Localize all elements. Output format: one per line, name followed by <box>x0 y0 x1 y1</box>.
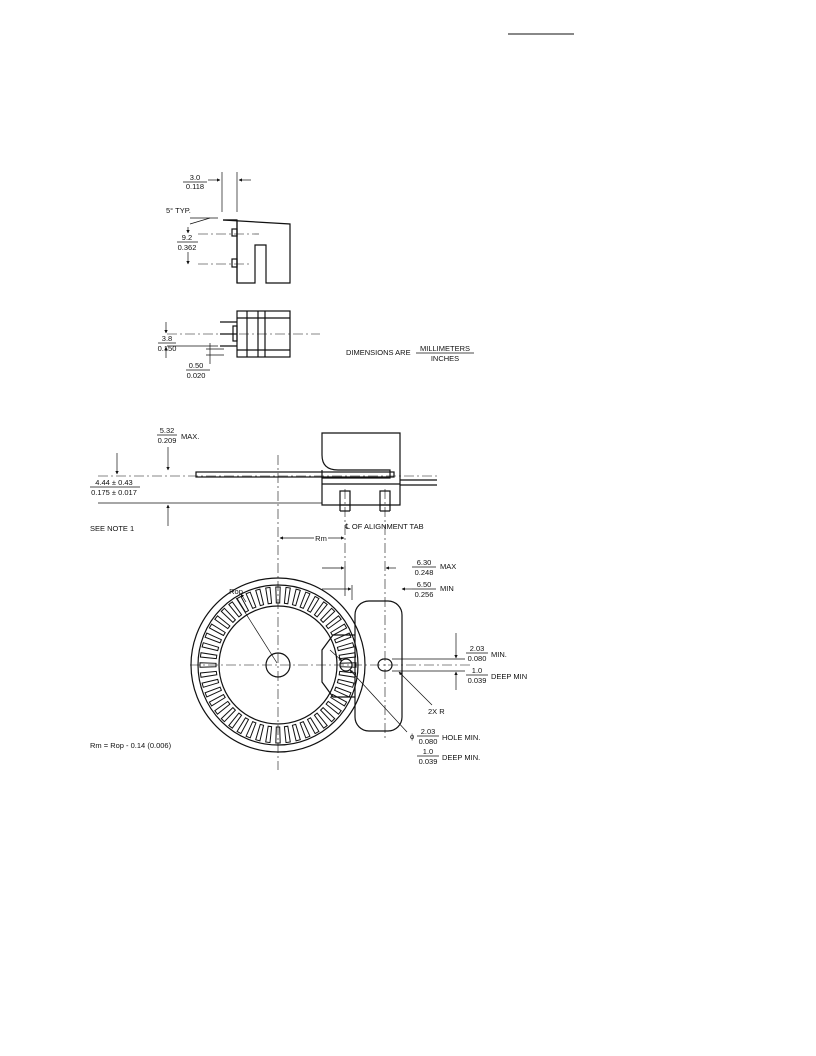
codewheel-slot <box>313 601 328 618</box>
codewheel-slot <box>208 693 226 707</box>
encoder-body-outline <box>354 600 403 732</box>
codewheel-slot <box>299 720 311 739</box>
codewheel-slot <box>330 623 348 637</box>
codewheel-slot <box>330 693 348 707</box>
codewheel-slot <box>265 725 273 744</box>
mount-max-suffix: MAX. <box>181 432 199 441</box>
codewheel-slot <box>208 623 226 637</box>
codewheel-slot <box>299 591 311 610</box>
codewheel-slot <box>201 642 220 652</box>
top-width-mm: 3.0 <box>190 173 200 182</box>
hole-prefix: ϕ <box>410 732 414 741</box>
hole-deep-in: 0.039 <box>419 757 438 766</box>
mount-view: 5.32 0.209 MAX. 4.44 ± 0.43 0.175 ± 0.01… <box>90 426 440 740</box>
codewheel-slot <box>228 712 243 729</box>
rm-formula: Rm = Rop - 0.14 (0.006) <box>90 741 172 750</box>
codewheel-slot <box>214 615 231 630</box>
hole-deep-mm: 1.0 <box>423 747 433 756</box>
codewheel-slot <box>275 726 281 744</box>
codewheel-slot <box>336 678 355 688</box>
wheel-min-suffix: MIN <box>440 584 454 593</box>
tab-deep-in: 0.039 <box>468 676 487 685</box>
codewheel-slot <box>245 720 257 739</box>
radius-label: 2X R <box>428 707 445 716</box>
codewheel-view: Rm Rop 6.30 0.248 MAX 6.50 0.256 MIN 2.0… <box>90 455 527 770</box>
hole-deep-suffix: DEEP MIN. <box>442 753 480 762</box>
side-view: 3.8 0.150 0.50 0.020 <box>158 310 320 380</box>
codewheel-slot <box>204 686 223 698</box>
units-bottom: INCHES <box>431 354 459 363</box>
top-width-in: 0.118 <box>186 182 204 191</box>
codewheel-slot <box>220 607 237 624</box>
codewheel-slot <box>255 723 265 742</box>
codewheel-slot <box>283 725 291 744</box>
codewheel-slot <box>199 662 217 668</box>
tab-min-suffix: MIN. <box>491 650 507 659</box>
codewheel-slot <box>306 717 320 735</box>
units-prefix: DIMENSIONS ARE <box>346 348 411 357</box>
codewheel-slot <box>291 723 301 742</box>
side-pitch-in: 0.150 <box>158 344 177 353</box>
wheel-min-in: 0.256 <box>415 590 434 599</box>
codewheel-slot <box>245 591 257 610</box>
codewheel-slot <box>338 652 357 660</box>
codewheel-slot <box>220 706 237 723</box>
mount-gap-in: 0.175 ± 0.017 <box>91 488 137 497</box>
mount-gap-mm: 4.44 ± 0.43 <box>95 478 132 487</box>
codewheel-slot <box>306 595 320 613</box>
top-height-mm: 9.2 <box>182 233 192 242</box>
top-view: 3.0 0.118 5° TYP. 9.2 0.362 <box>166 172 291 284</box>
wheel-max-mm: 6.30 <box>417 558 432 567</box>
top-height-in: 0.362 <box>178 243 197 252</box>
codewheel-slot <box>236 595 250 613</box>
codewheel-slot <box>291 588 301 607</box>
codewheel-slot <box>199 670 218 678</box>
side-pin-in: 0.020 <box>187 371 206 380</box>
codewheel-slot <box>338 670 357 678</box>
codewheel-slot <box>283 586 291 605</box>
hole-in: 0.080 <box>419 737 438 746</box>
hole-mm: 2.03 <box>421 727 436 736</box>
codewheel-slot <box>325 615 342 630</box>
alignment-hole <box>339 658 353 672</box>
codewheel-slot <box>228 601 243 618</box>
codewheel-slot <box>313 712 328 729</box>
tab-deep-suffix: DEEP MIN <box>491 672 527 681</box>
wheel-min-mm: 6.50 <box>417 580 432 589</box>
codewheel-slot <box>236 717 250 735</box>
alignment-label: ℄ OF ALIGNMENT TAB <box>344 522 424 531</box>
codewheel-slots <box>199 586 357 744</box>
mount-max-in: 0.209 <box>158 436 177 445</box>
codewheel-slot <box>199 652 218 660</box>
rop-label: Rop <box>229 587 243 596</box>
codewheel-slot <box>204 632 223 644</box>
codewheel-slot <box>275 586 281 604</box>
side-pitch-mm: 3.8 <box>162 334 172 343</box>
tab-deep-mm: 1.0 <box>472 666 482 675</box>
codewheel-slot <box>319 607 336 624</box>
codewheel-slot <box>325 700 342 715</box>
codewheel-slot <box>255 588 265 607</box>
wheel-max-suffix: MAX <box>440 562 456 571</box>
units-top: MILLIMETERS <box>420 344 470 353</box>
codewheel-slot <box>214 700 231 715</box>
taper-label: 5° TYP. <box>166 206 191 215</box>
tab-slot <box>377 658 393 672</box>
codewheel-slot <box>319 706 336 723</box>
wheel-max-in: 0.248 <box>415 568 434 577</box>
codewheel-slot <box>265 586 273 605</box>
codewheel-slot <box>333 686 352 698</box>
hole-suffix: HOLE MIN. <box>442 733 480 742</box>
tab-min-mm: 2.03 <box>470 644 485 653</box>
side-pin-mm: 0.50 <box>189 361 204 370</box>
codewheel-slot <box>201 678 220 688</box>
mount-note: SEE NOTE 1 <box>90 524 134 533</box>
rm-label: Rm <box>315 534 327 543</box>
units-legend: DIMENSIONS ARE MILLIMETERS INCHES <box>346 344 474 363</box>
codewheel-slot <box>336 642 355 652</box>
tab-min-in: 0.080 <box>468 654 487 663</box>
mount-max-mm: 5.32 <box>160 426 175 435</box>
